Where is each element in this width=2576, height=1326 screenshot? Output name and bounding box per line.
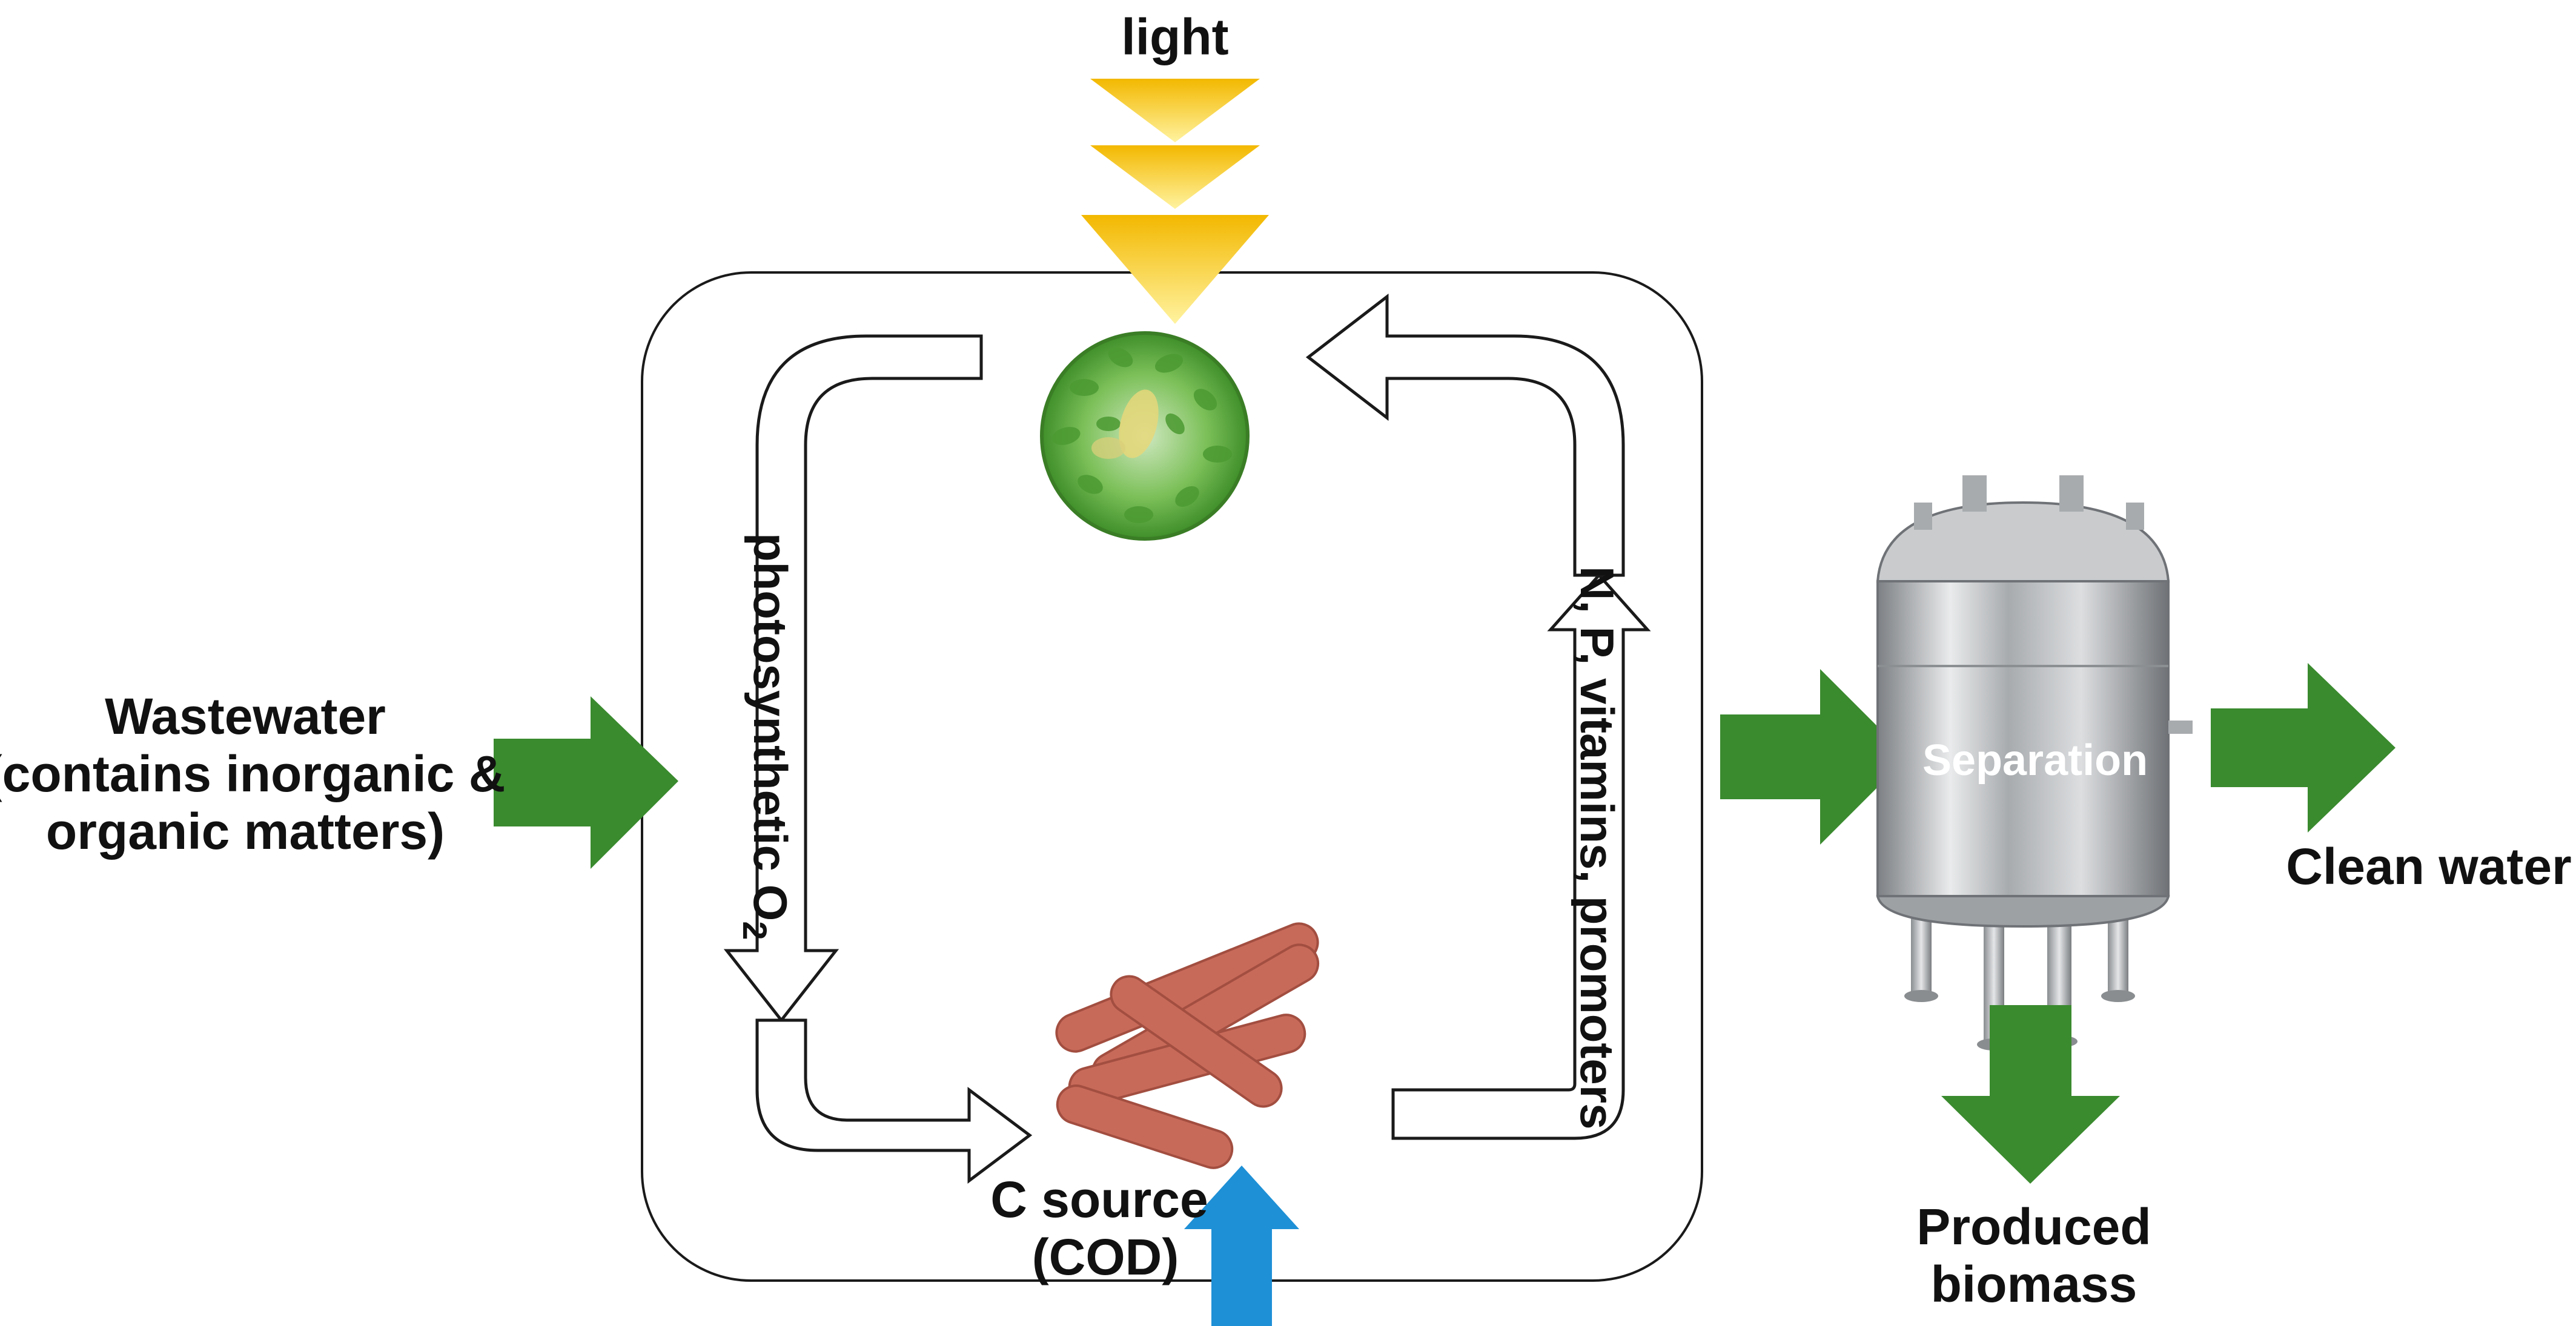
c-source-label: C source: [990, 1171, 1208, 1228]
wastewater-input-arrow: [494, 696, 678, 869]
microalgae-cell-icon: [1040, 331, 1250, 541]
clean-water-arrow: [2211, 663, 2396, 833]
produced-label: Produced: [1916, 1198, 2151, 1255]
nutrient-flow-arrow-top: [1305, 293, 1625, 577]
nutrient-flow-arrow: [1391, 573, 1651, 1140]
clean-water-label: Clean water: [2286, 838, 2572, 895]
light-label: light: [1121, 8, 1228, 65]
nutrients-label: N, P, vitamins, promoters: [1571, 566, 1624, 1130]
biomass-label: biomass: [1931, 1256, 2137, 1313]
carbon-input-arrow: [1184, 1166, 1299, 1326]
wastewater-label: Wastewater: [105, 688, 386, 745]
photosynthetic-oxygen-label: photosynthetic O2: [736, 533, 797, 940]
separation-label: Separation: [1922, 736, 2148, 785]
wastewater-detail-line1: (contains inorganic &: [0, 745, 505, 802]
oxygen-subscript: 2: [736, 921, 774, 940]
wastewater-detail-line2: organic matters): [46, 803, 445, 860]
biomass-output-arrow: [1941, 1005, 2120, 1184]
to-separation-arrow: [1720, 669, 1908, 845]
oxygen-flow-arrow: [723, 334, 983, 1023]
light-rays-icon: [1081, 79, 1269, 324]
cod-label: (COD): [1032, 1229, 1179, 1285]
bacteria-icon: [1055, 922, 1320, 1169]
oxygen-flow-arrow-bottom: [755, 1018, 1033, 1184]
